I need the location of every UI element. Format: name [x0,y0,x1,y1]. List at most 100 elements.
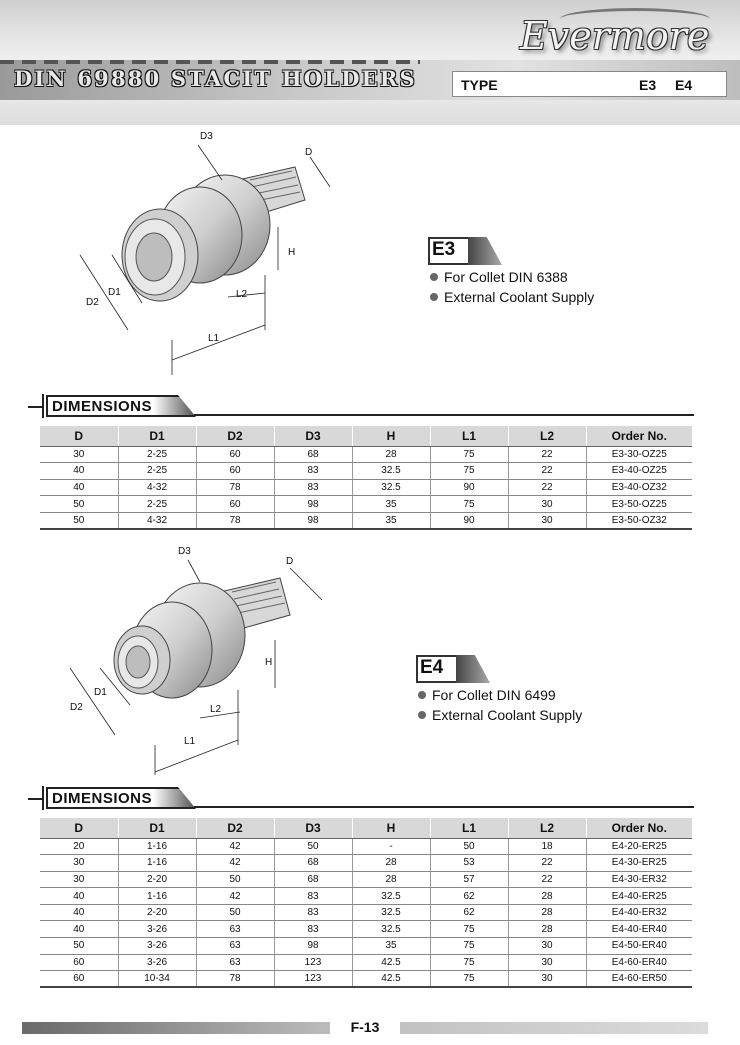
table-cell: E3-50-OZ32 [586,512,692,530]
table-cell: 75 [430,462,509,480]
table-cell: 22 [508,854,587,872]
column-header: Order No. [586,426,692,447]
table-cell: 32.5 [352,904,431,922]
e3-label-d1: D1 [108,287,121,298]
table-cell: 40 [40,462,119,480]
table-cell: E4-40-ER40 [586,920,692,939]
bullet-icon [418,691,426,699]
column-header: L1 [430,818,509,839]
table-cell: 30 [508,970,587,989]
column-header: D1 [118,818,197,839]
table-cell: 42.5 [352,954,431,972]
table-cell: 83 [274,887,353,905]
table-cell: 83 [274,904,353,922]
table-cell: 28 [352,871,431,889]
table-cell: 32.5 [352,479,431,497]
column-header: D2 [196,426,275,447]
e4-dimensions-heading: DIMENSIONS [28,786,694,810]
e3-label-d3: D3 [200,131,213,142]
table-cell: 50 [196,904,275,922]
bullet-icon [430,293,438,301]
table-cell: 30 [508,954,587,972]
table-cell: E3-30-OZ25 [586,446,692,464]
table-cell: 30 [508,495,587,513]
table-cell: 30 [508,512,587,530]
e4-label-h: H [265,657,272,668]
column-header: D2 [196,818,275,839]
column-header: L1 [430,426,509,447]
e4-label-d: D [286,556,293,567]
table-cell: 50 [40,495,119,513]
table-cell: 4-32 [118,512,197,530]
table-cell: 40 [40,920,119,939]
table-cell: 63 [196,954,275,972]
series-title: DIN 69880 STACIT HOLDERS [14,66,417,91]
table-cell: 78 [196,479,275,497]
e3-label-d2: D2 [86,297,99,308]
page-header: DIN 69880 STACIT HOLDERS Evermore TYPE E… [0,0,740,125]
table-cell: 75 [430,937,509,955]
table-cell: 123 [274,954,353,972]
table-cell: 75 [430,446,509,464]
column-header: L2 [508,818,587,839]
column-header: D [40,426,119,447]
table-cell: 62 [430,904,509,922]
e4-holder-drawing: D3 D H D2 D1 L2 L1 [69,546,323,775]
table-cell: 78 [196,970,275,989]
table-cell: E4-40-ER25 [586,887,692,905]
table-cell: E3-40-OZ32 [586,479,692,497]
table-cell: 50 [40,512,119,530]
table-cell: 3-26 [118,937,197,955]
table-cell: E3-40-OZ25 [586,462,692,480]
table-cell: 3-26 [118,954,197,972]
table-cell: 32.5 [352,462,431,480]
table-cell: 40 [40,904,119,922]
table-cell: 83 [274,462,353,480]
table-cell: 123 [274,970,353,989]
table-cell: 2-25 [118,462,197,480]
e3-model-badge: E3 [428,237,502,265]
e4-feature-coolant: External Coolant Supply [418,707,582,723]
type-box: TYPE E3 E4 [452,71,727,97]
table-cell: 40 [40,479,119,497]
table-cell: 42 [196,887,275,905]
table-cell: 60 [196,495,275,513]
type-label: TYPE [461,77,498,93]
e3-feature-coolant: External Coolant Supply [430,289,594,305]
table-cell: 18 [508,838,587,856]
table-cell: 50 [274,838,353,856]
table-cell: E4-40-ER32 [586,904,692,922]
table-cell: 22 [508,871,587,889]
table-cell: E4-50-ER40 [586,937,692,955]
table-cell: 90 [430,512,509,530]
table-cell: 98 [274,495,353,513]
table-cell: 22 [508,479,587,497]
e4-feature-collet: For Collet DIN 6499 [418,687,556,703]
table-cell: 22 [508,462,587,480]
table-cell: 3-26 [118,920,197,939]
table-cell: 35 [352,512,431,530]
table-cell: 2-20 [118,871,197,889]
column-header: D [40,818,119,839]
column-header: D3 [274,426,353,447]
table-cell: 63 [196,937,275,955]
table-cell: 28 [508,920,587,939]
table-cell: 20 [40,838,119,856]
table-cell: 78 [196,512,275,530]
page-number: F-13 [330,1016,400,1038]
table-cell: E4-60-ER40 [586,954,692,972]
table-cell: 60 [196,446,275,464]
e4-label-d2: D2 [70,702,83,713]
table-cell: 30 [40,871,119,889]
